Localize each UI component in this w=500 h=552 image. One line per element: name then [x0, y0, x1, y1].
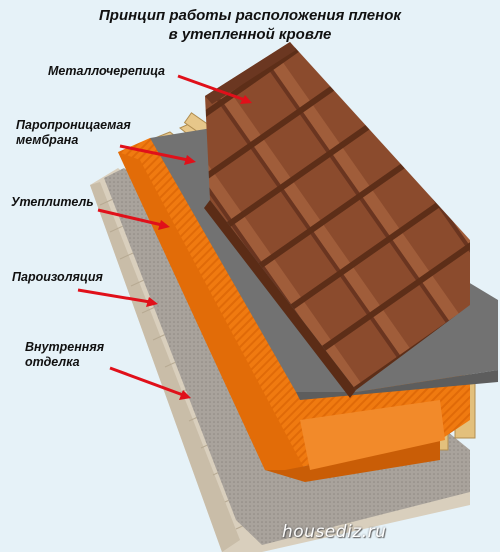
watermark: housediz.ru [282, 522, 387, 542]
metal-tile-layer [204, 42, 470, 398]
label-insulation: Утеплитель [11, 195, 94, 209]
arrow-interior-finish [109, 366, 184, 397]
label-interior-finish: Внутренняя отделка [25, 340, 105, 369]
diagram-title: Принцип работы расположения пленок в уте… [99, 7, 401, 43]
arrow-vapor-barrier [77, 288, 151, 304]
label-metal-tile: Металлочерепица [48, 64, 165, 78]
arrow-insulation [97, 208, 163, 227]
pointer-arrows [77, 74, 252, 400]
arrow-metal-tile [177, 74, 246, 102]
arrow-membrane [119, 144, 189, 162]
label-membrane: Паропроницаемая мембрана [16, 118, 131, 147]
label-vapor-barrier: Пароизоляция [12, 270, 103, 284]
